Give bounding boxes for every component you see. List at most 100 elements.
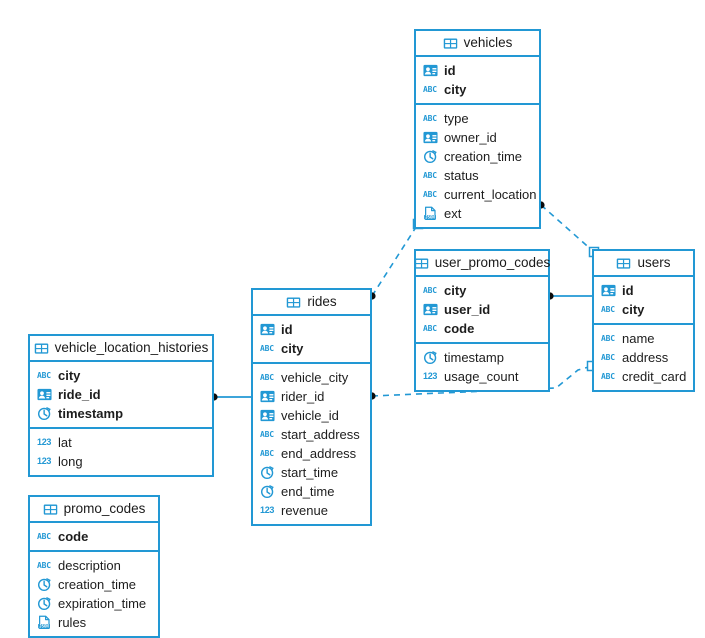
- column-name: timestamp: [58, 406, 124, 421]
- table-title: user_promo_codes: [434, 255, 551, 271]
- column-name: code: [58, 529, 89, 544]
- table-icon: [443, 36, 458, 51]
- column-row-end_address[interactable]: ABC end_address: [253, 444, 370, 463]
- abc-icon: ABC: [601, 372, 615, 381]
- column-row-ext[interactable]: JSON ext: [416, 204, 539, 223]
- table-header-vehicle_location_histories[interactable]: vehicle_location_histories: [30, 336, 212, 362]
- key-id-icon: [260, 322, 275, 337]
- key-id-icon: [37, 387, 52, 402]
- column-row-expiration_time[interactable]: expiration_time: [30, 594, 158, 613]
- abc-icon: ABC: [260, 344, 274, 353]
- column-row-id[interactable]: id: [253, 320, 370, 339]
- abc-icon: ABC: [601, 305, 615, 314]
- column-name: city: [444, 82, 467, 97]
- column-name: address: [622, 350, 669, 365]
- column-name: long: [58, 454, 83, 469]
- table-title: promo_codes: [63, 501, 146, 517]
- column-name: start_time: [281, 465, 339, 480]
- abc-icon: ABC: [260, 449, 274, 458]
- relationship-vlh-rides[interactable]: [210, 393, 251, 401]
- table-header-vehicles[interactable]: vehicles: [416, 31, 539, 57]
- abc-icon: ABC: [423, 114, 437, 123]
- table-title: users: [637, 255, 671, 271]
- column-row-user_id[interactable]: user_id: [416, 300, 548, 319]
- column-name: status: [444, 168, 479, 183]
- column-name: ext: [444, 206, 462, 221]
- column-name: id: [444, 63, 456, 78]
- json-icon: JSON: [423, 206, 438, 221]
- column-row-end_time[interactable]: end_time: [253, 482, 370, 501]
- clock-icon: [260, 465, 275, 480]
- column-name: end_address: [281, 446, 357, 461]
- json-icon: JSON: [37, 615, 52, 630]
- column-row-vehicle_id[interactable]: vehicle_id: [253, 406, 370, 425]
- column-row-creation_time[interactable]: creation_time: [416, 147, 539, 166]
- table-header-user_promo_codes[interactable]: user_promo_codes: [414, 251, 551, 277]
- column-name: description: [58, 558, 121, 573]
- column-row-ride_id[interactable]: ride_id: [30, 385, 212, 404]
- column-name: city: [58, 368, 81, 383]
- column-row-timestamp[interactable]: timestamp: [416, 348, 548, 367]
- relationship-line: [371, 223, 419, 297]
- abc-icon: ABC: [260, 430, 274, 439]
- column-name: vehicle_id: [281, 408, 339, 423]
- column-name: user_id: [444, 302, 491, 317]
- number-icon: 123: [260, 505, 275, 515]
- column-name: credit_card: [622, 369, 687, 384]
- clock-icon: [423, 350, 438, 365]
- column-name: lat: [58, 435, 72, 450]
- table-header-promo_codes[interactable]: promo_codes: [30, 497, 158, 523]
- column-row-rider_id[interactable]: rider_id: [253, 387, 370, 406]
- column-name: id: [281, 322, 293, 337]
- column-name: vehicle_city: [281, 370, 349, 385]
- column-row-creation_time[interactable]: creation_time: [30, 575, 158, 594]
- clock-icon: [37, 577, 52, 592]
- column-row-start_time[interactable]: start_time: [253, 463, 370, 482]
- column-name: creation_time: [58, 577, 137, 592]
- column-name: owner_id: [444, 130, 497, 145]
- table-header-rides[interactable]: rides: [253, 290, 370, 316]
- abc-icon: ABC: [423, 190, 437, 199]
- relationship-upc-users[interactable]: [546, 292, 592, 300]
- key-id-icon: [423, 63, 438, 78]
- column-row-id[interactable]: id: [416, 61, 539, 80]
- table-header-users[interactable]: users: [594, 251, 693, 277]
- column-row-timestamp[interactable]: timestamp: [30, 404, 212, 423]
- abc-icon: ABC: [423, 286, 437, 295]
- column-name: end_time: [281, 484, 335, 499]
- column-row-id[interactable]: id: [594, 281, 693, 300]
- column-row-owner_id[interactable]: owner_id: [416, 128, 539, 147]
- column-row-credit_card[interactable]: ABC credit_card: [594, 367, 693, 386]
- abc-icon: ABC: [423, 324, 437, 333]
- table-title: rides: [307, 294, 337, 310]
